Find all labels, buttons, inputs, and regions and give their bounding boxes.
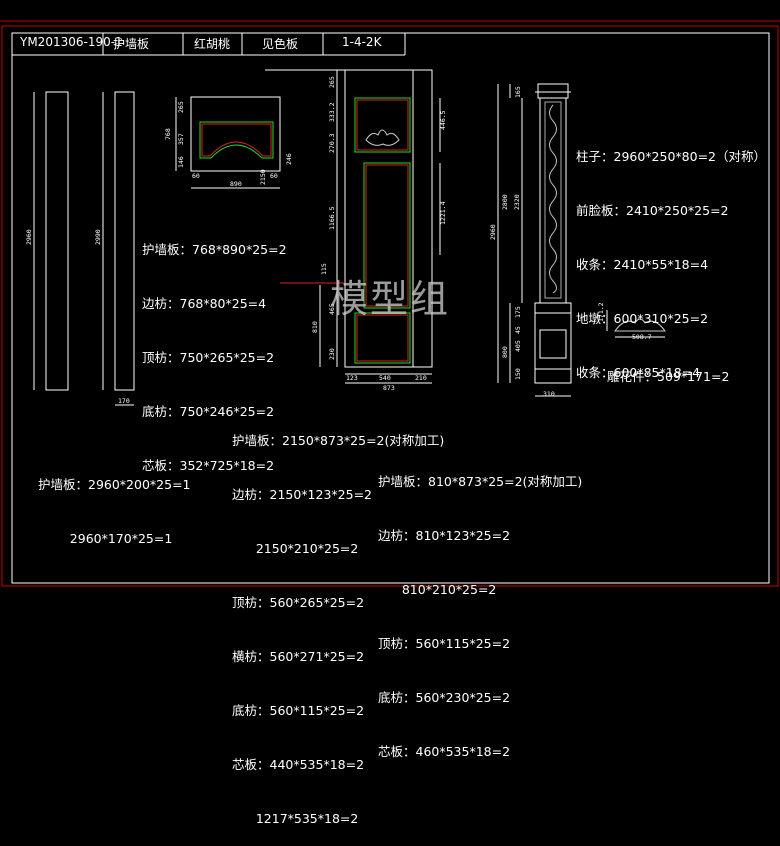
note-line: 2150*210*25=2: [232, 541, 359, 556]
top-panel-outer: [190, 96, 281, 172]
dim-label: 2960: [489, 224, 497, 240]
note-line: 810*210*25=2: [378, 582, 497, 597]
note-line: 底枋：750*246*25=2: [142, 404, 275, 419]
dim-label: 270.3: [328, 133, 336, 153]
column-base-top: [534, 302, 572, 314]
dim-label: 508.7: [632, 333, 652, 341]
column-base-panel: [539, 329, 567, 359]
drawing-code: YM201306-190-1: [20, 35, 123, 49]
inner-frame: [11, 32, 770, 584]
note-line: 护墙板：2960*200*25=1: [38, 477, 191, 492]
door-bottom-panel-red: [356, 314, 409, 362]
note-line: 柱子：2960*250*80=2（对称）: [576, 149, 767, 164]
note-line: 前脸板：2410*250*25=2: [576, 203, 729, 218]
note-block-2: 柱子：2960*250*80=2（对称） 前脸板：2410*250*25=2 收…: [576, 112, 766, 400]
note-line: 护墙板：768*890*25=2: [142, 242, 287, 257]
top-panel-inner-red: [201, 123, 272, 157]
dim-label: 60: [192, 172, 200, 180]
door-outer: [344, 69, 433, 368]
dim-label: 2960: [25, 229, 33, 245]
note-line: 边枋：810*123*25=2: [378, 528, 511, 543]
dim-label: 1221.4: [439, 201, 447, 225]
dim-label: 115: [320, 263, 328, 275]
dim-label: 2320: [513, 194, 521, 210]
dim-label: 357: [177, 133, 185, 145]
note-line: 芯板：352*725*18=2: [142, 458, 275, 473]
dim-label: 2800: [501, 194, 509, 210]
carving-piece: [614, 318, 666, 332]
door-bottom-panel: [354, 312, 411, 364]
dim-label: 210: [415, 374, 427, 382]
door-mid-panel-red: [365, 164, 409, 307]
door-top-panel: [354, 97, 411, 153]
drawing-finish: 见色板: [262, 37, 299, 51]
note-line: 底枋：560*230*25=2: [378, 690, 511, 705]
dim-label: 800: [501, 346, 509, 358]
dim-label: 446.5: [439, 110, 447, 130]
dim-label: 170: [118, 397, 130, 405]
dim-label: 146: [177, 156, 185, 168]
note-line: 边枋：768*80*25=4: [142, 296, 267, 311]
note-line: 边枋：2150*123*25=2: [232, 487, 373, 502]
dim-label: 171.2: [597, 302, 605, 322]
carving-note: 雕花件：509*171=2: [607, 369, 730, 384]
note-line: 收条：600*85*18=4: [576, 365, 701, 380]
dim-label: 246: [285, 153, 293, 165]
column-capital: [537, 83, 569, 99]
dim-label: 333.2: [328, 102, 336, 122]
dim-label: 150: [514, 368, 522, 380]
cad-drawing: 2960 2990 170 265 357 146 768 246 60 890…: [0, 20, 780, 587]
dim-label: 165: [514, 86, 522, 98]
dim-label: 123: [346, 374, 358, 382]
note-line: 护墙板：810*873*25=2(对称加工): [378, 474, 583, 489]
note-block-5: 护墙板：810*873*25=2(对称加工) 边枋：810*123*25=2 8…: [378, 437, 582, 779]
door-mid-panel: [363, 162, 411, 309]
dim-label: 2990: [94, 229, 102, 245]
note-block-1: 护墙板：768*890*25=2 边枋：768*80*25=4 顶枋：750*2…: [142, 205, 287, 493]
column-plinth: [534, 368, 572, 384]
note-line: 1217*535*18=2: [232, 811, 359, 826]
dim-label: 265: [177, 101, 185, 113]
drawing-scale: 1-4-2K: [342, 35, 382, 49]
dim-label: 540: [379, 374, 391, 382]
drawing-material: 红胡桃: [194, 37, 231, 51]
dim-label: 465: [328, 303, 336, 315]
note-line: 2960*170*25=1: [38, 531, 173, 546]
dim-label: 175: [514, 306, 522, 318]
dim-label: 890: [230, 180, 242, 188]
note-line: 护墙板：2150*873*25=2(对称加工): [232, 433, 445, 448]
dim-label: 265: [328, 76, 336, 88]
dim-label: 60: [270, 172, 278, 180]
note-line: 顶枋：750*265*25=2: [142, 350, 275, 365]
dim-label: 45: [514, 326, 522, 334]
drawing-name: 护墙板: [113, 37, 150, 51]
note-line: 芯板：460*535*18=2: [378, 744, 511, 759]
dim-label: 230: [328, 348, 336, 360]
column-carving: [549, 104, 557, 294]
door-carving: [365, 129, 400, 146]
column-carving-band: [544, 101, 562, 299]
dim-label: 873: [383, 384, 395, 392]
outer-frame: [1, 25, 779, 587]
dim-label: 768: [164, 128, 172, 140]
door-top-panel-red: [356, 99, 409, 151]
note-line: 收条：2410*55*18=4: [576, 257, 709, 272]
tall-panel-2: [114, 91, 135, 391]
note-block-3: 护墙板：2960*200*25=1 2960*170*25=1: [38, 440, 191, 566]
dim-label: 1166.5: [328, 206, 336, 230]
dim-label: 310: [543, 390, 555, 398]
note-line: 顶枋：560*115*25=2: [378, 636, 511, 651]
tall-panel-1: [45, 91, 69, 391]
dim-label: 810: [311, 321, 319, 333]
note-line: 地墩：600*310*25=2: [576, 311, 709, 326]
dim-label: 405: [514, 340, 522, 352]
top-panel-inner: [199, 121, 274, 159]
dim-label: 2150: [259, 169, 267, 185]
watermark: 模型组: [330, 277, 451, 321]
